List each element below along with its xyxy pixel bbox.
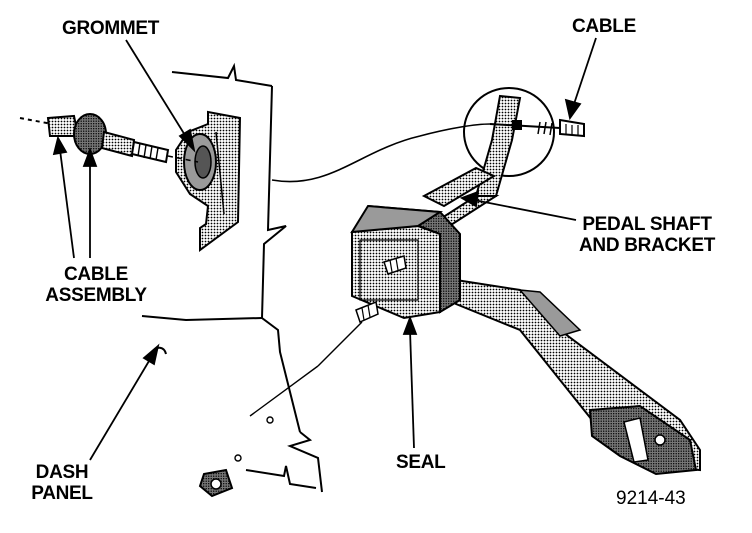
pedal-shaft-label-line1: PEDAL SHAFT — [582, 214, 712, 235]
stud-alignment-line — [249, 365, 319, 417]
pedal-shaft-label-line2: AND BRACKET — [578, 235, 716, 256]
pedal-shaft-bracket — [416, 166, 701, 476]
pedal-shaft-label: PEDAL SHAFT AND BRACKET — [572, 214, 722, 256]
cable-attachment-detail — [463, 87, 585, 197]
cable-assembly-label: CABLE ASSEMBLY — [30, 264, 162, 306]
mounting-nut — [198, 416, 274, 498]
dash-panel — [141, 62, 323, 493]
figure-code: 9214-43 — [616, 488, 686, 509]
grommet-label: GROMMET — [62, 18, 160, 39]
cable-label: CABLE — [572, 16, 636, 37]
seal — [350, 204, 461, 324]
cable-assembly — [19, 113, 199, 164]
dash-panel-label-line1: DASH — [35, 462, 89, 483]
stud-alignment-line — [317, 321, 363, 367]
dash-panel-label-line2: PANEL — [31, 483, 93, 504]
cable-assembly-label-line2: ASSEMBLY — [45, 285, 147, 306]
throttle-cable — [271, 123, 491, 183]
dash-panel-label: DASH PANEL — [22, 462, 102, 504]
cable-assembly-label-line1: CABLE — [64, 264, 128, 285]
leader-lines — [52, 37, 597, 461]
seal-label: SEAL — [396, 452, 446, 473]
